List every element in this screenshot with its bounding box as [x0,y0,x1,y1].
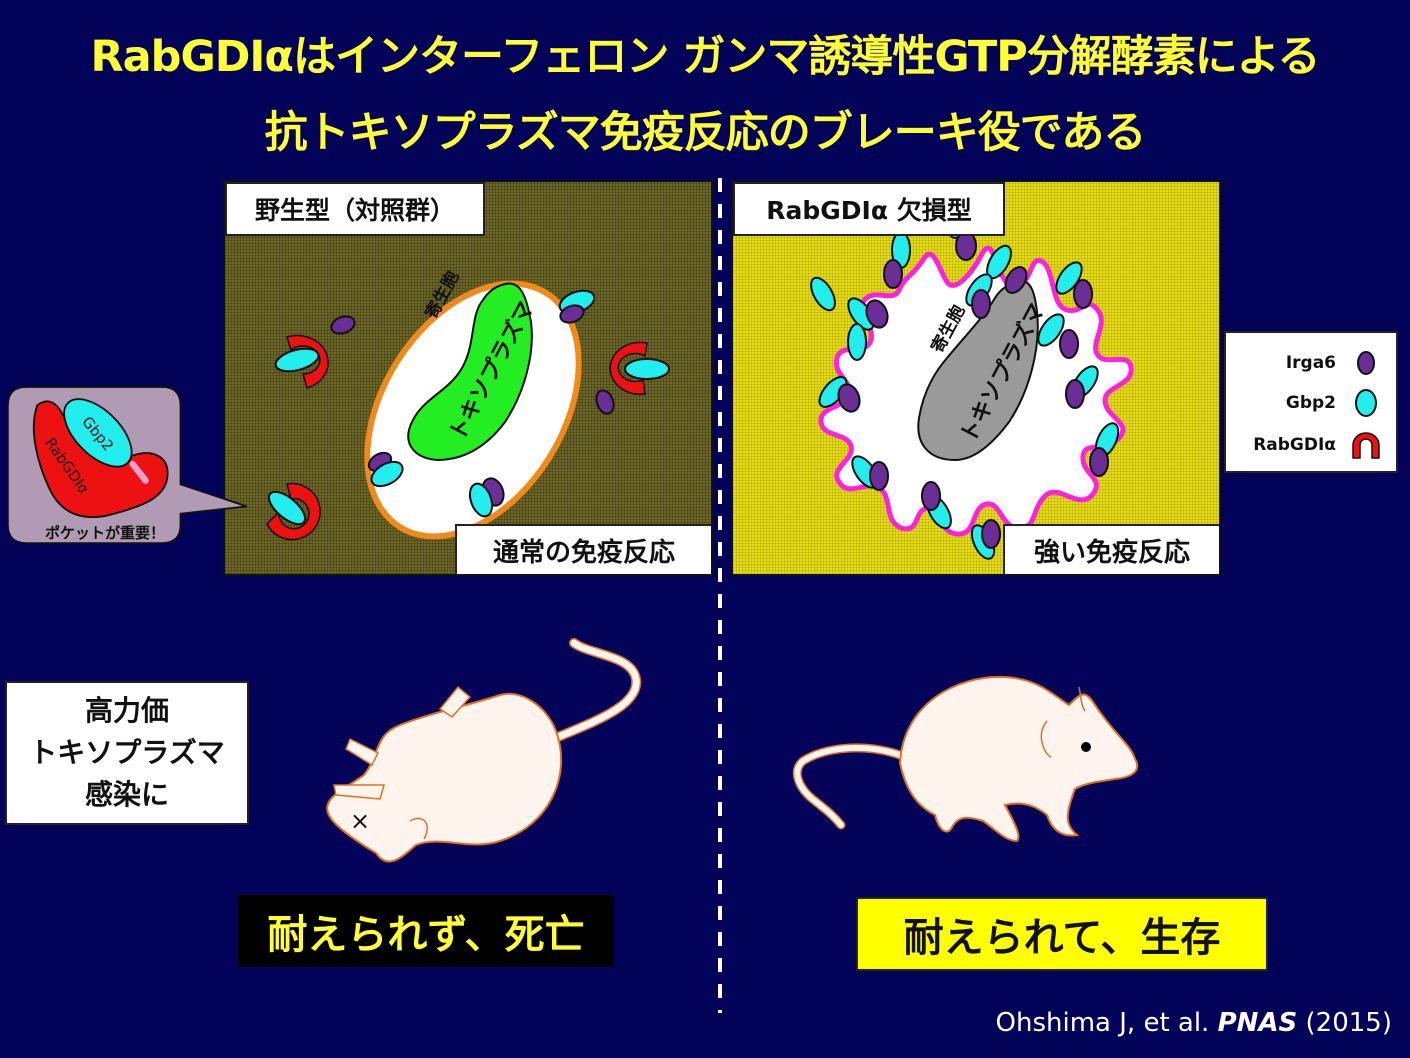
cyan-oval-icon [1336,387,1396,419]
callout-caption: ポケットが重要！ [44,524,165,542]
pocket-link [129,460,149,484]
irga6-molecule [330,315,356,335]
wild-type-outcome: 耐えられず、死亡 [238,895,614,967]
knockout-diagram: 寄生胞 トキソプラズマ [810,201,1134,560]
wild-type-header: 野生型（対照群） [225,182,485,236]
condition-line: 感染に [84,778,169,811]
legend-label: RabGDIα [1253,435,1336,455]
dashed-divider [718,178,722,1013]
knockout-outcome: 耐えられて、生存 [856,897,1268,971]
slide-title-line-1: RabGDIαはインターフェロン ガンマ誘導性GTP分解酵素による [90,32,1321,82]
red-arch-icon [1336,430,1396,460]
citation-year: (2015) [1297,1008,1392,1038]
dead-mouse-illustration: × [326,638,642,863]
infection-condition-box: 高力価 トキソプラズマ 感染に [5,681,249,825]
purple-oval-icon [1336,349,1396,377]
legend-item-rabgdi: RabGDIα [1226,425,1396,465]
citation: Ohshima J, et al. PNAS (2015) [996,1008,1392,1038]
gbp2-irga6-pair [468,477,505,518]
condition-line: 高力価 [84,694,169,727]
legend-item-gbp2: Gbp2 [1226,383,1396,423]
wild-type-footer: 通常の免疫反応 [455,524,711,574]
irga6-molecule [595,389,615,415]
gbp2-irga6-pair [558,289,596,324]
knockout-panel: 寄生胞 トキソプラズマ [731,180,1221,576]
citation-authors: Ohshima J, et al. [995,1008,1218,1038]
legend-label: Irga6 [1285,353,1336,373]
rabgdi-gbp2-complex [274,334,329,389]
wild-type-diagram: 寄生胞 トキソプラズマ [266,267,670,541]
knockout-footer: 強い免疫反応 [1003,524,1219,574]
callout-bubble: Gbp2 RabGDIα [6,386,247,545]
legend-item-irga6: Irga6 [1226,343,1396,383]
mouse-eye [1081,742,1091,752]
legend-label: Gbp2 [1285,393,1336,413]
wild-type-panel: 寄生胞 トキソプラズマ 野生型（対照群） [223,180,713,576]
condition-line: トキソプラズマ [29,736,225,769]
slide-title-line-2: 抗トキソプラズマ免疫反応のブレーキ役である [264,108,1147,158]
knockout-header: RabGDIα 欠損型 [733,182,1005,236]
rabgdi-gbp2-complex [609,341,670,396]
gbp2-shape [63,398,133,468]
citation-journal: PNAS [1217,1008,1298,1038]
parasite-shape [407,282,533,462]
legend: Irga6 Gbp2 RabGDIα [1224,331,1398,473]
rabgdi-gbp2-complex [266,482,321,541]
dead-eye-x-icon: × [350,807,370,835]
gbp2-irga6-pair [367,451,404,488]
alive-mouse-illustration [792,675,1139,843]
